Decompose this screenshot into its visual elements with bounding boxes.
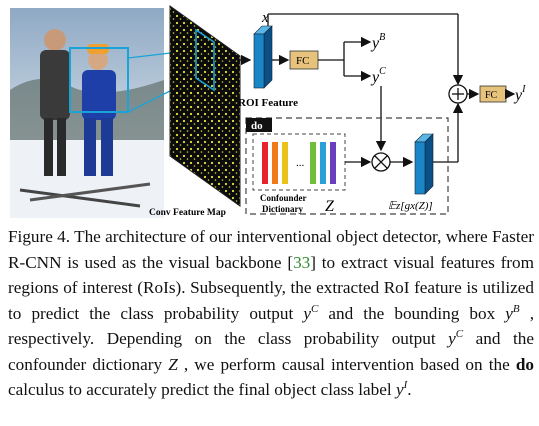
confounder-dictionary-label-2: Dictionary [262, 204, 303, 214]
Z-label: Z [325, 198, 335, 215]
yI-label: yI [513, 84, 526, 104]
yB-label: yB [370, 32, 385, 52]
intervention-feature-block [414, 133, 434, 195]
do-box [245, 117, 449, 215]
roi-feature-label: ROI Feature [238, 97, 298, 109]
conv-feature-map-label: Conv Feature Map [149, 208, 226, 218]
caption-label: Figure 4. [8, 227, 71, 246]
architecture-figure: Conv Feature Map x ROI Feature FC yB yC … [10, 5, 526, 218]
fc-label-2: FC [485, 90, 498, 101]
roi-box [69, 47, 129, 113]
palette-bar [310, 142, 316, 184]
add-node [448, 84, 468, 104]
confounder-dictionary-label-1: Confounder [260, 193, 307, 203]
palette-dots: ... [296, 157, 305, 169]
fc-label-1: FC [296, 55, 309, 67]
input-photo [10, 8, 164, 218]
do-label: do [251, 120, 263, 132]
palette-bar [262, 142, 268, 184]
multiply-node [371, 152, 391, 172]
palette-bar [272, 142, 278, 184]
palette-bar [330, 142, 336, 184]
roi-feature-block [253, 25, 273, 89]
expectation-label: 𝔼z[gx(Z)] [388, 200, 433, 212]
conv-feature-map [169, 5, 241, 207]
figure-caption: Figure 4. The architecture of our interv… [8, 227, 535, 399]
do-word: do [515, 354, 534, 374]
citation-link[interactable]: 33 [293, 252, 311, 272]
confounder-palette [262, 142, 336, 184]
yC-label: yC [370, 66, 386, 86]
x-label: x [261, 10, 269, 26]
palette-bar [282, 142, 288, 184]
palette-bar [320, 142, 326, 184]
